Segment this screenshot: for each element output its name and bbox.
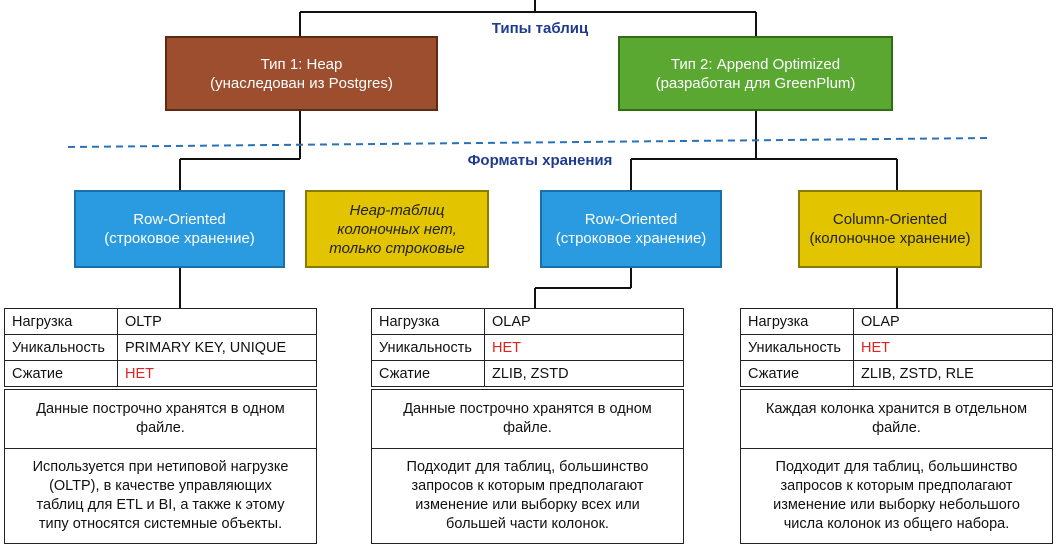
ao-type-line2: (разработан для GreenPlum) <box>655 74 856 92</box>
description-line: изменение или выборку всех или <box>415 497 640 513</box>
heap-note-line1: Heap-таблиц <box>349 201 445 219</box>
heap-type-line1: Тип 1: Heap <box>260 55 343 73</box>
table-types-title: Типы таблиц <box>491 20 589 37</box>
description-line: (OLTP), в качестве управляющих <box>49 478 272 494</box>
row-key: Уникальность <box>371 334 485 361</box>
row-key: Нагрузка <box>740 308 854 335</box>
ao-row-storage-description: Данные построчно хранятся в одном файле. <box>371 389 684 449</box>
ao-type-box: Тип 2: Append Optimized (разработан для … <box>618 36 893 111</box>
ao-row-oriented-box: Row-Oriented (строковое хранение) <box>540 190 722 268</box>
table-row: Сжатие ZLIB, ZSTD, RLE <box>740 360 1053 387</box>
description-line: изменение или выборку небольшого <box>773 497 1020 513</box>
description-line: Данные построчно хранятся в одном <box>36 401 285 417</box>
row-key: Нагрузка <box>371 308 485 335</box>
ao-column-storage-description: Каждая колонка хранится в отдельном файл… <box>740 389 1053 449</box>
description-line: Подходит для таблиц, большинство <box>775 459 1018 475</box>
heap-note-line3: только строковые <box>329 239 465 257</box>
heap-row-line2: (строковое хранение) <box>104 230 255 247</box>
ao-col-line1: Column-Oriented <box>832 211 948 228</box>
row-value: OLAP <box>484 308 684 335</box>
heap-row-line1: Row-Oriented <box>133 211 226 228</box>
row-value: НЕТ <box>484 334 684 361</box>
description-line: файле. <box>503 420 552 436</box>
storage-formats-title: Форматы хранения <box>467 152 613 169</box>
row-value: PRIMARY KEY, UNIQUE <box>117 334 317 361</box>
ao-row-properties-table: Нагрузка OLAP Уникальность НЕТ Сжатие ZL… <box>371 308 684 387</box>
heap-row-oriented-box: Row-Oriented (строковое хранение) <box>74 190 285 268</box>
ao-type-line1: Тип 2: Append Optimized <box>670 55 841 73</box>
description-line: файле. <box>872 420 921 436</box>
row-key: Нагрузка <box>4 308 118 335</box>
row-value: НЕТ <box>853 334 1053 361</box>
table-row: Нагрузка OLAP <box>371 308 684 335</box>
heap-note-line2: колоночных нет, <box>337 220 457 238</box>
description-line: Каждая колонка хранится в отдельном <box>765 401 1028 417</box>
row-key: Сжатие <box>371 360 485 387</box>
heap-storage-description: Данные построчно хранятся в одном файле. <box>4 389 317 449</box>
ao-column-properties-table: Нагрузка OLAP Уникальность НЕТ Сжатие ZL… <box>740 308 1053 387</box>
row-value: НЕТ <box>117 360 317 387</box>
ao-column-usage-description: Подходит для таблиц, большинство запросо… <box>740 448 1053 544</box>
table-row: Уникальность НЕТ <box>371 334 684 361</box>
description-line: таблиц для ETL и BI, а также к этому <box>36 497 285 513</box>
description-line: числа колонок из общего набора. <box>783 516 1010 532</box>
ao-col-line2: (колоночное хранение) <box>809 230 971 247</box>
ao-row-line1: Row-Oriented <box>584 211 678 228</box>
ao-row-usage-description: Подходит для таблиц, большинство запросо… <box>371 448 684 544</box>
description-line: Используется при нетиповой нагрузке <box>32 459 289 475</box>
row-value: OLTP <box>117 308 317 335</box>
row-key: Уникальность <box>740 334 854 361</box>
description-line: большей части колонок. <box>446 516 609 532</box>
table-row: Нагрузка OLAP <box>740 308 1053 335</box>
ao-row-line2: (строковое хранение) <box>555 230 707 247</box>
heap-properties-table: Нагрузка OLTP Уникальность PRIMARY KEY, … <box>4 308 317 387</box>
table-row: Нагрузка OLTP <box>4 308 317 335</box>
heap-type-box: Тип 1: Heap (унаследован из Postgres) <box>165 36 438 111</box>
heap-type-line2: (унаследован из Postgres) <box>210 74 393 92</box>
description-line: файле. <box>136 420 185 436</box>
row-key: Сжатие <box>4 360 118 387</box>
description-line: Данные построчно хранятся в одном <box>403 401 652 417</box>
row-value: ZLIB, ZSTD, RLE <box>853 360 1053 387</box>
row-key: Сжатие <box>740 360 854 387</box>
heap-note-box: Heap-таблиц колоночных нет, только строк… <box>305 190 489 268</box>
description-line: типу относятся системные объекты. <box>38 516 283 532</box>
row-key: Уникальность <box>4 334 118 361</box>
row-value: ZLIB, ZSTD <box>484 360 684 387</box>
description-line: запросов к которым предполагают <box>411 478 644 494</box>
heap-usage-description: Используется при нетиповой нагрузке (OLT… <box>4 448 317 544</box>
table-row: Уникальность PRIMARY KEY, UNIQUE <box>4 334 317 361</box>
row-value: OLAP <box>853 308 1053 335</box>
table-row: Уникальность НЕТ <box>740 334 1053 361</box>
description-line: Подходит для таблиц, большинство <box>406 459 649 475</box>
table-row: Сжатие ZLIB, ZSTD <box>371 360 684 387</box>
description-line: запросов к которым предполагают <box>780 478 1013 494</box>
ao-column-oriented-box: Column-Oriented (колоночное хранение) <box>798 190 982 268</box>
table-row: Сжатие НЕТ <box>4 360 317 387</box>
